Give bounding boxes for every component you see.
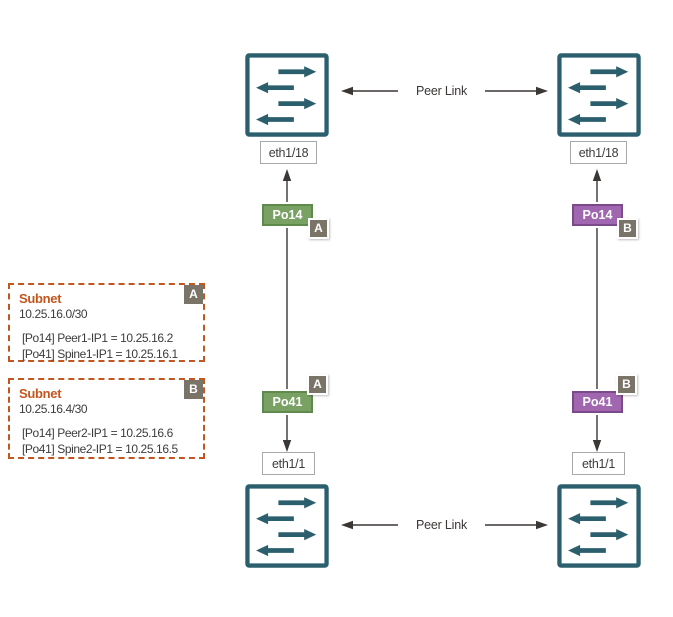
subnet-cidr: 10.25.16.4/30 xyxy=(19,402,88,416)
switch-top-right xyxy=(556,50,642,140)
switch-icon xyxy=(244,481,330,571)
subnet-cidr: 10.25.16.0/30 xyxy=(19,307,88,321)
subnet-entry: [Po41] Spine1-IP1 = 10.25.16.1 xyxy=(22,347,178,362)
subnet-ref-badge-po41-right: B xyxy=(616,374,637,395)
subnet-entry-list: [Po14] Peer1-IP1 = 10.25.16.2 [Po41] Spi… xyxy=(19,330,193,362)
subnet-ref-badge-a: A xyxy=(184,285,203,304)
switch-icon xyxy=(556,50,642,140)
subnet-ref-badge-po14-right: B xyxy=(617,218,638,239)
subnet-ref-badge-po14-left: A xyxy=(308,218,329,239)
peer-link-label-top: Peer Link xyxy=(398,82,485,101)
port-label-bottom-right: eth1/1 xyxy=(572,452,625,475)
subnet-ref-badge-po41-left: A xyxy=(307,374,328,395)
port-channel-po14-left: Po14 xyxy=(262,204,313,226)
port-channel-po41-left: Po41 xyxy=(262,391,313,413)
subnet-entry-list: [Po14] Peer2-IP1 = 10.25.16.6 [Po41] Spi… xyxy=(19,425,193,457)
port-label-top-left: eth1/18 xyxy=(260,141,317,164)
port-label-bottom-left: eth1/1 xyxy=(262,452,315,475)
switch-icon xyxy=(556,481,642,571)
subnet-title: Subnet xyxy=(19,386,62,401)
switch-icon xyxy=(244,50,330,140)
switch-bottom-left xyxy=(244,481,330,571)
subnet-entry: [Po14] Peer1-IP1 = 10.25.16.2 xyxy=(22,331,173,345)
subnet-entry: [Po14] Peer2-IP1 = 10.25.16.6 xyxy=(22,426,173,440)
switch-top-left xyxy=(244,50,330,140)
subnet-title: Subnet xyxy=(19,291,62,306)
port-channel-po41-right: Po41 xyxy=(572,391,623,413)
peer-link-label-bottom: Peer Link xyxy=(398,516,485,535)
port-label-top-right: eth1/18 xyxy=(570,141,627,164)
port-channel-po14-right: Po14 xyxy=(572,204,623,226)
subnet-box-a: Subnet 10.25.16.0/30 [Po14] Peer1-IP1 = … xyxy=(8,283,205,362)
subnet-entry: [Po41] Spine2-IP1 = 10.25.16.5 xyxy=(22,442,178,457)
subnet-box-b: Subnet 10.25.16.4/30 [Po14] Peer2-IP1 = … xyxy=(8,378,205,459)
switch-bottom-right xyxy=(556,481,642,571)
subnet-ref-badge-b: B xyxy=(184,380,203,399)
